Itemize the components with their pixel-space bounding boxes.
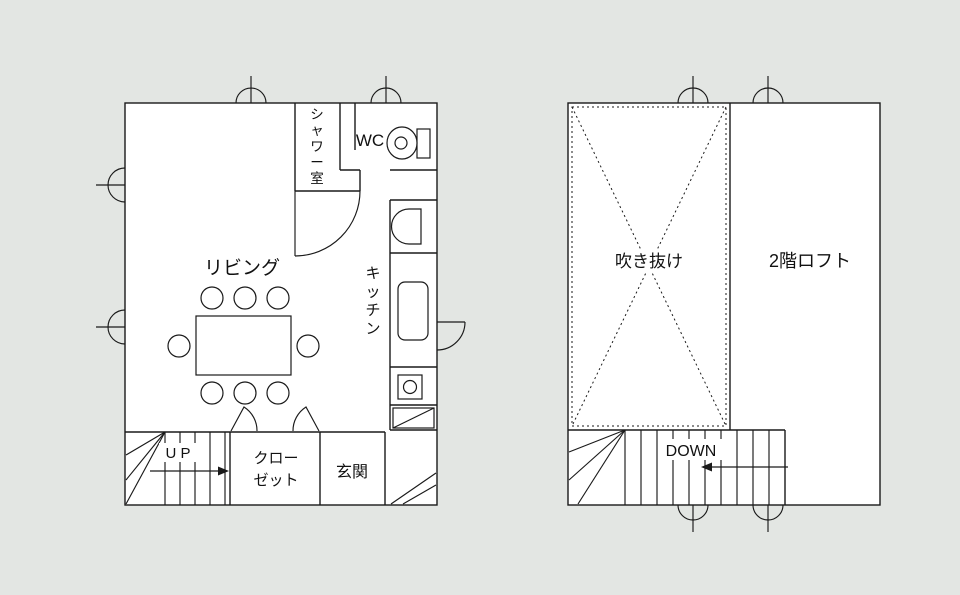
void-diagonal [571,106,727,427]
window-symbol [677,76,709,104]
void-area: 吹き抜け [571,106,727,427]
dining-chair [233,381,257,405]
dining-table [195,315,292,376]
dining-chair [200,286,224,310]
dining-chair [167,334,191,358]
entrance: 玄関 [336,463,437,505]
entrance-label: 玄関 [336,463,368,481]
toilet-icon [386,126,431,160]
winder-step [568,429,626,481]
staircase-down: DOWN [568,429,788,505]
winder-step [125,431,166,505]
dining-chair [296,334,320,358]
stove-icon [397,374,423,400]
down-arrow [701,462,788,472]
door-swing [436,321,466,351]
up-arrow [150,466,229,476]
down-label: DOWN [666,443,717,460]
floor2-outline [567,102,881,506]
closet-door-swing [230,406,258,432]
living-label: リビング [204,257,280,279]
kitchen-label: キッチン [365,265,380,338]
winder-step [568,429,626,453]
dining-chair [266,381,290,405]
winder-step [125,431,166,456]
window-symbol [677,504,709,532]
void-boundary [571,106,727,427]
window-symbol [752,76,784,104]
closet-label-line2: ゼット [253,472,298,489]
void-diagonal [571,106,727,427]
shower-room: シャワー室 [310,107,324,186]
living-room: リビング [167,257,320,405]
floor2-plan: 吹き抜け 2階ロフト DOWN [567,76,881,532]
closet-door-swing [292,406,320,432]
counter-end [392,407,435,429]
wc-room: WC [356,126,431,160]
floor1-walls [125,431,386,505]
winder-step [577,429,626,505]
window-symbol [96,309,126,345]
loft-area: 2階ロフト [769,251,851,271]
winder-step [125,431,166,481]
window-symbol [752,504,784,532]
dining-chair [266,286,290,310]
wc-label: WC [356,131,384,150]
window-symbol [235,76,267,104]
dining-chair [200,381,224,405]
sink-icon [397,281,429,341]
staircase-up: U P [125,431,229,505]
window-symbol [96,167,126,203]
closet-label-line1: クロー [253,450,298,467]
dining-chair [233,286,257,310]
range-hood-icon [390,208,422,245]
door-swing [294,190,361,257]
entrance-step [390,472,437,505]
void-label: 吹き抜け [615,252,683,271]
shower-room-label: シャワー室 [310,107,324,186]
window-symbol [370,76,402,104]
floor1-walls [294,103,437,192]
kitchen: キッチン [365,199,437,431]
closet: クロー ゼット [230,406,320,489]
loft-label: 2階ロフト [769,251,851,271]
floor1-plan: シャワー室 WC [96,76,466,506]
up-label: U P [165,445,190,462]
